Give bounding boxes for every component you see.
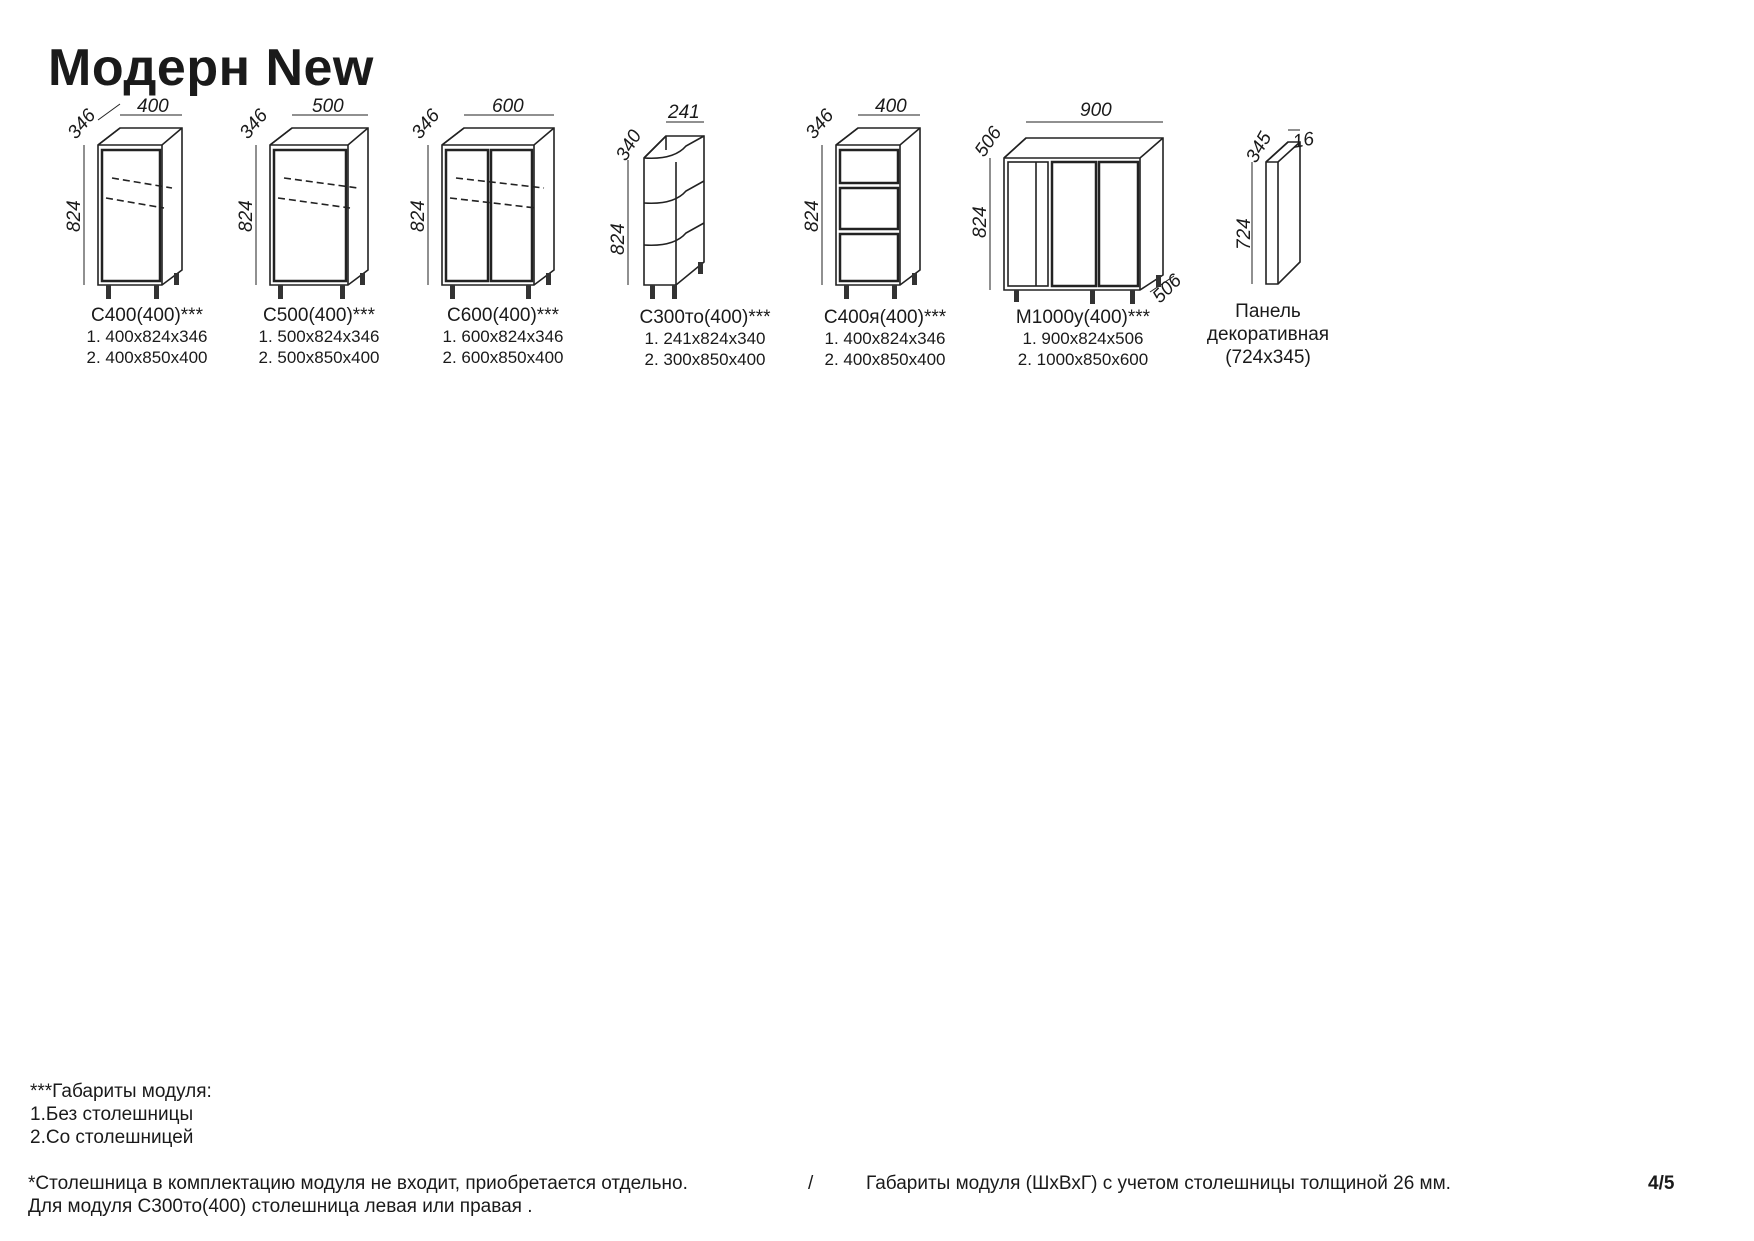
height-dim: 824 <box>970 206 991 238</box>
width-dim: 500 <box>312 96 344 117</box>
depth-dim: 346 <box>236 105 273 143</box>
module-code: С600(400)*** <box>447 305 559 326</box>
depth-dim: 346 <box>408 105 445 143</box>
module-size-2: 2. 1000х850х600 <box>1017 350 1149 369</box>
notes-item-1: 1.Без столешницы <box>30 1104 194 1125</box>
panel-drawing: 16 345 724 <box>1234 128 1316 285</box>
cabinet-drawing: 600 346 824 <box>408 96 555 299</box>
height-dim: 824 <box>802 200 823 232</box>
module-size-1: декоративная <box>1206 324 1330 345</box>
height-dim: 824 <box>64 200 85 232</box>
module-m1000u: 900 506 824 506 М1000у(400)*** 1. 900х82… <box>968 100 1198 380</box>
page-number: 4/5 <box>1648 1173 1675 1194</box>
page-title: Модерн New <box>48 39 374 97</box>
notes-item-2: 2.Со столешницей <box>30 1127 194 1148</box>
module-size-2: (724х345) <box>1225 347 1311 368</box>
module-panel: 16 345 724 Панель декоративная (724х345) <box>1207 110 1398 380</box>
module-size-2: 2. 300х850х400 <box>644 350 766 369</box>
module-c500: 500 346 824 С500(400)*** 1. 500х824х346 … <box>234 96 404 380</box>
depth-dim: 340 <box>612 126 646 164</box>
depth-dim: 345 <box>1242 128 1276 166</box>
width-dim: 600 <box>492 96 524 117</box>
module-size-1: 1. 400х824х346 <box>86 327 208 346</box>
width-dim: 400 <box>875 96 907 117</box>
module-code: М1000у(400)*** <box>1015 307 1151 328</box>
module-caption: С300то(400)*** 1. 241х824х340 2. 300х850… <box>590 307 820 370</box>
module-size-2: 2. 400х850х400 <box>824 350 946 369</box>
module-size-1: 1. 400х824х346 <box>824 329 946 348</box>
module-size-1: 1. 500х824х346 <box>258 327 380 346</box>
module-size-1: 1. 241х824х340 <box>644 329 766 348</box>
module-size-1: 1. 600х824х346 <box>442 327 564 346</box>
depth-dim: 346 <box>802 105 839 143</box>
width-dim: 900 <box>1080 100 1112 121</box>
footer-note-line2: Для модуля С300то(400) столешница левая … <box>28 1196 533 1217</box>
footer-note-right: Габариты модуля (ШхВхГ) с учетом столешн… <box>866 1173 1451 1194</box>
notes-heading: ***Габариты модуля: <box>30 1081 212 1102</box>
module-code: С500(400)*** <box>263 305 375 326</box>
module-size-2: 2. 500х850х400 <box>258 348 380 367</box>
cabinet-drawing: 500 346 824 <box>236 96 369 299</box>
module-c300to: 241 340 824 С300то(400)*** 1. 241х824х34… <box>600 102 771 380</box>
depth-dim: 506 <box>971 123 1007 161</box>
module-code: Панель <box>1235 301 1301 322</box>
width-dim: 400 <box>137 96 169 117</box>
module-caption: С600(400)*** 1. 600х824х346 2. 600х850х4… <box>388 305 618 368</box>
module-caption: Панель декоративная (724х345) <box>1168 300 1368 369</box>
module-caption: С400я(400)*** 1. 400х824х346 2. 400х850х… <box>770 307 1000 370</box>
cabinet-drawing: 400 346 824 <box>802 96 921 299</box>
height-dim: 824 <box>408 200 429 232</box>
dimension-notes: ***Габариты модуля: 1.Без столешницы 2.С… <box>30 1080 212 1149</box>
module-c600: 600 346 824 С600(400)*** 1. 600х824х346 … <box>406 96 576 380</box>
footer: *Столешница в комплектацию модуля не вхо… <box>28 1172 1688 1218</box>
cabinet-drawing: 400 346 824 <box>64 96 183 299</box>
footer-separator: / <box>808 1173 814 1194</box>
module-size-2: 2. 600х850х400 <box>442 348 564 367</box>
depth-dim: 346 <box>64 105 101 143</box>
module-caption: С400(400)*** 1. 400х824х346 2. 400х850х4… <box>32 305 262 368</box>
width-dim: 241 <box>667 102 700 123</box>
module-code: С300то(400)*** <box>639 307 771 328</box>
cabinet-drawing: 241 340 824 <box>608 102 705 299</box>
width-dim: 16 <box>1291 128 1316 152</box>
module-size-1: 1. 900х824х506 <box>1022 329 1144 348</box>
height-dim: 824 <box>236 200 257 232</box>
module-caption: С500(400)*** 1. 500х824х346 2. 500х850х4… <box>204 305 434 368</box>
module-code: С400я(400)*** <box>823 307 947 328</box>
module-c400ya: 400 346 824 С400я(400)*** 1. 400х824х346… <box>800 96 970 380</box>
cabinet-drawing: 900 506 824 506 <box>970 100 1186 308</box>
module-c400: 400 346 824 С400(400)*** 1. 400х824х346 … <box>62 96 232 380</box>
module-caption: М1000у(400)*** 1. 900х824х506 2. 1000х85… <box>968 307 1198 370</box>
module-size-2: 2. 400х850х400 <box>86 348 208 367</box>
height-dim: 724 <box>1234 218 1255 250</box>
module-code: С400(400)*** <box>91 305 203 326</box>
height-dim: 824 <box>608 223 629 255</box>
footer-note-left: *Столешница в комплектацию модуля не вхо… <box>28 1173 688 1194</box>
